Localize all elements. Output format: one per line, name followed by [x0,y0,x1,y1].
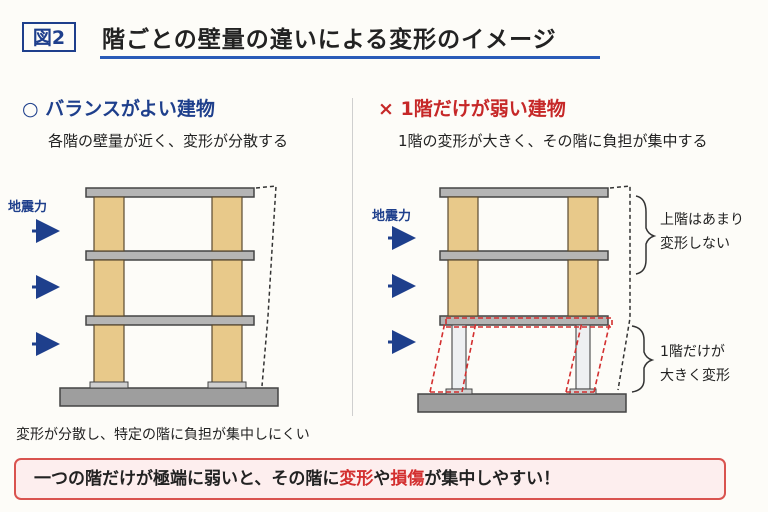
floor-slab [85,250,255,261]
wall-panel [211,196,243,252]
floor-slab [439,315,609,326]
title-underline [100,56,600,59]
lower-note-line-1: 1階だけが [660,344,725,360]
deformed-first-floor-outline [429,321,611,393]
cross-symbol: × [378,98,394,120]
wall-panel [93,324,125,384]
circle-symbol: ○ [22,98,39,120]
left-earthquake-label: 地震力 [8,200,48,215]
banner-highlight-deformation: 変形 [339,469,374,489]
deformation-curve [255,185,277,387]
wall-panel [211,324,243,384]
lower-note-line-2: 大きく変形 [660,368,730,384]
wall-panel [447,259,479,317]
right-earthquake-label: 地震力 [372,209,412,224]
panel-divider [352,98,353,416]
first-floor-note: 1階だけが 大きく変形 [660,340,730,388]
ground-slab [59,387,279,407]
weak-first-floor-building [388,185,657,413]
floor-slab [439,187,609,198]
banner-highlight-damage: 損傷 [390,469,425,489]
right-heading: × 1階だけが弱い建物 [378,94,566,121]
deformation-curve [609,185,631,391]
wall-panel [447,196,479,252]
page-title: 階ごとの壁量の違いによる変形のイメージ [102,27,557,53]
deformed-floor-outline [445,317,613,328]
upper-note-line-2: 変形しない [660,236,730,252]
first-floor-bracket [631,325,655,393]
upper-note-line-1: 上階はあまり [660,212,744,228]
column-base [207,381,247,389]
wall-panel [211,259,243,317]
wall-panel [567,196,599,252]
upper-floor-note: 上階はあまり 変形しない [660,208,744,256]
wall-panel [93,196,125,252]
right-heading-text: 1階だけが弱い建物 [400,98,566,120]
floor-slab [85,187,255,198]
left-description: 各階の壁量が近く、変形が分散する [48,132,289,150]
conclusion-banner: 一つの階だけが極端に弱いと、その階に変形や損傷が集中しやすい！ [14,458,726,500]
left-heading: ○ バランスがよい建物 [22,94,215,121]
floor-slab [439,250,609,261]
column-base [89,381,129,389]
banner-text-3: が集中しやすい！ [424,469,561,489]
left-caption: 変形が分散し、特定の階に負担が集中しにくい [16,427,310,443]
figure-label: 図2 [22,22,76,52]
first-floor-post [575,324,591,390]
wall-panel [93,259,125,317]
right-description: 1階の変形が大きく、その階に負担が集中する [398,132,708,150]
balanced-building [32,185,279,407]
ground-slab [417,393,627,413]
upper-floors-bracket [635,195,657,275]
floor-slab [85,315,255,326]
left-heading-text: バランスがよい建物 [45,98,215,120]
banner-text-2: や [373,469,391,489]
banner-text-1: 一つの階だけが極端に弱いと、その階に [34,469,340,489]
wall-panel [567,259,599,317]
